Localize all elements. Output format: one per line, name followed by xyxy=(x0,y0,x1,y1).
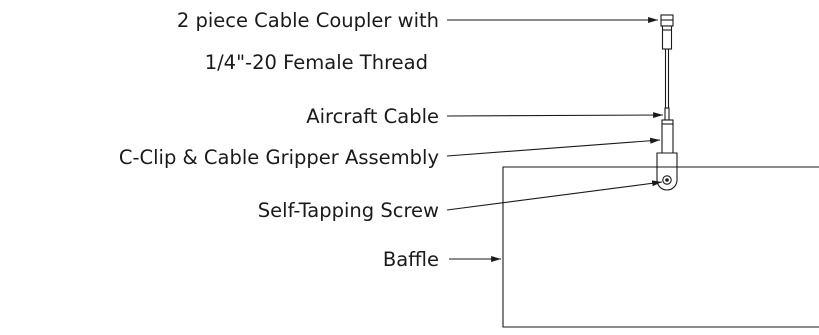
leader-aircraft-cable xyxy=(446,112,664,119)
baffle-panel xyxy=(502,166,819,328)
cable-coupler xyxy=(660,14,674,50)
label-coupler-line2: 1/4"-20 Female Thread xyxy=(204,51,428,74)
label-screw: Self-Tapping Screw xyxy=(257,199,439,222)
label-coupler-line1: 2 piece Cable Coupler with xyxy=(176,9,439,32)
label-c-clip: C-Clip & Cable Gripper Assembly xyxy=(118,146,439,169)
cable-gripper xyxy=(661,119,674,155)
label-baffle: Baffle xyxy=(382,248,439,271)
aircraft-cable xyxy=(664,49,670,121)
label-aircraft-cable: Aircraft Cable xyxy=(306,105,439,128)
leader-c-clip xyxy=(446,137,661,157)
leader-screw xyxy=(446,180,663,211)
self-tapping-screw xyxy=(662,175,672,185)
